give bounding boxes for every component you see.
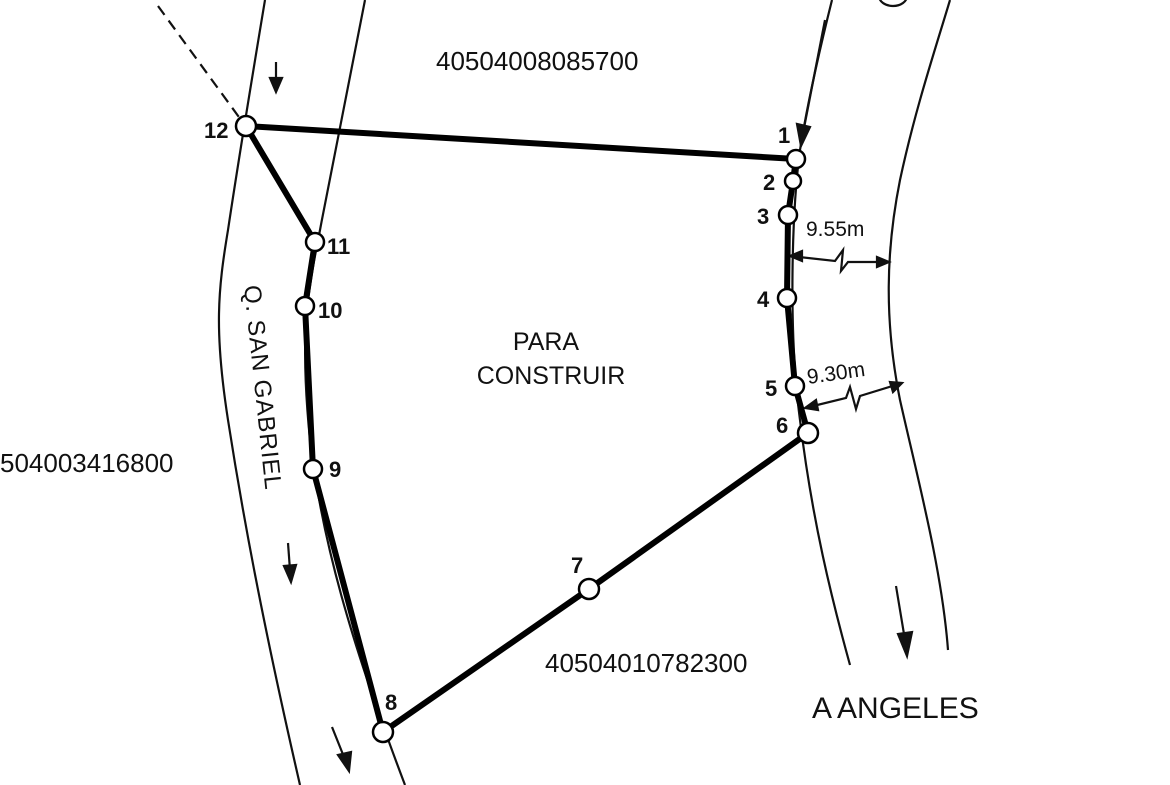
road-arrow-icon-bottom [894,585,914,660]
stream-arrow-icon-top [268,62,284,95]
vertex-marker-11 [304,231,326,253]
vertex-label-11: 11 [327,234,350,259]
dashed-extension [157,5,245,125]
road-marker [878,0,908,8]
vertex-marker-5 [784,375,806,397]
flow-arrows [268,19,914,775]
vertex-label-8: 8 [385,690,397,715]
vertex-label-6: 6 [776,413,788,438]
vertex-label-3: 3 [757,204,769,229]
vertex-label-2: 2 [763,170,775,195]
vertex-label-5: 5 [765,376,777,401]
vertex-label-10: 10 [318,298,342,323]
dimension-lines [787,246,905,413]
dimension-line-upper [789,246,889,275]
vertex-label-12: 12 [204,118,228,143]
vertex-label-4: 4 [757,287,770,312]
stream-arrow-icon-bottom [330,726,353,775]
dimension-line-lower [804,381,903,413]
stream-arrow-icon-middle [282,542,298,586]
vertex-marker-4 [776,287,798,309]
vertex-marker-10 [294,295,316,317]
road-banks [791,0,952,666]
vertex-marker-1 [785,148,807,170]
center-label-line1: PARA [513,328,580,356]
vertex-markers [234,114,820,744]
stream-bank-left [217,0,302,785]
vertex-marker-3 [777,204,799,226]
road-arrow-icon-top [795,19,827,150]
vertex-marker-12 [234,114,258,138]
parcel-number-south: 40504010782300 [545,648,747,678]
vertex-marker-6 [796,421,820,445]
vertex-marker-8 [371,720,395,744]
property-boundary [243,123,811,735]
vertex-label-1: 1 [778,123,790,148]
measurement-upper: 9.55m [806,218,864,241]
parcel-number-west: 504003416800 [0,448,174,478]
vertex-labels: 1 2 3 4 5 6 7 8 9 10 11 12 [204,118,790,715]
stream-bank-right [303,0,407,785]
vertex-label-9: 9 [329,457,341,482]
center-label-line2: CONSTRUIR [477,362,626,390]
stream-label: Q. SAN GABRIEL [238,284,286,492]
road-bank-right [887,0,952,651]
road-label: A ANGELES [812,692,979,725]
vertex-marker-2 [783,171,803,191]
road-bank-left [791,0,852,666]
parcel-number-north: 40504008085700 [436,46,638,76]
vertex-marker-9 [302,458,324,480]
vertex-marker-7 [577,577,601,601]
vertex-label-7: 7 [571,553,583,578]
measurement-lower: 9.30m [805,358,866,389]
